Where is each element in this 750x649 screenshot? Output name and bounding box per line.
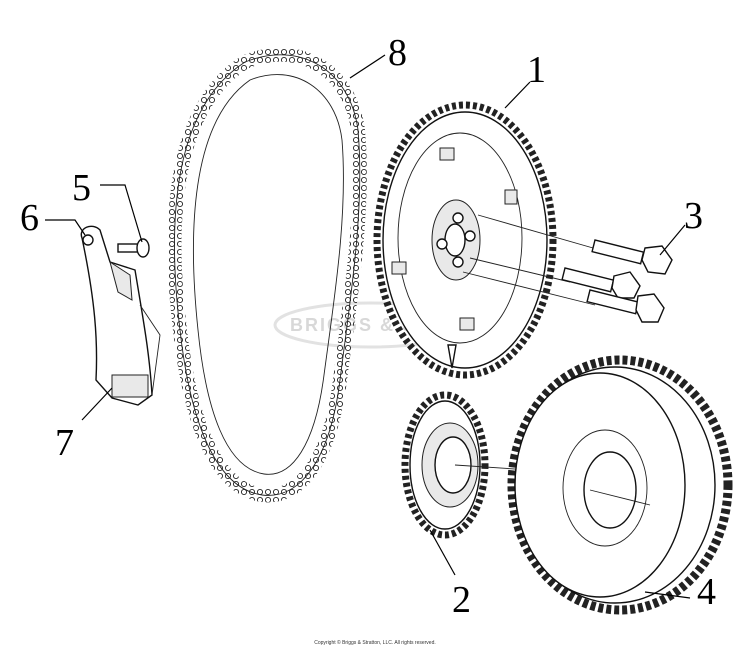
callout-8: 8	[388, 32, 407, 74]
callout-4: 4	[697, 571, 716, 613]
callout-1: 1	[527, 49, 546, 91]
callout-2: 2	[452, 579, 471, 621]
callout-5: 5	[72, 167, 91, 209]
chain-tensioner	[80, 225, 161, 406]
copyright-notice: Copyright © Briggs & Stratton, LLC. All …	[314, 640, 436, 646]
callout-labels: 1 2 3 4 5 6 7 8	[20, 32, 716, 621]
callout-7: 7	[55, 422, 74, 464]
callout-6: 6	[20, 197, 39, 239]
callout-3: 3	[684, 195, 703, 237]
timing-chain	[167, 47, 367, 503]
tensioner-screw	[117, 238, 150, 258]
leader-lines	[45, 54, 691, 599]
crank-sprocket	[401, 391, 531, 539]
sprocket-bolts	[462, 214, 673, 323]
cam-sprocket	[373, 101, 557, 379]
crank-gear	[507, 355, 733, 615]
